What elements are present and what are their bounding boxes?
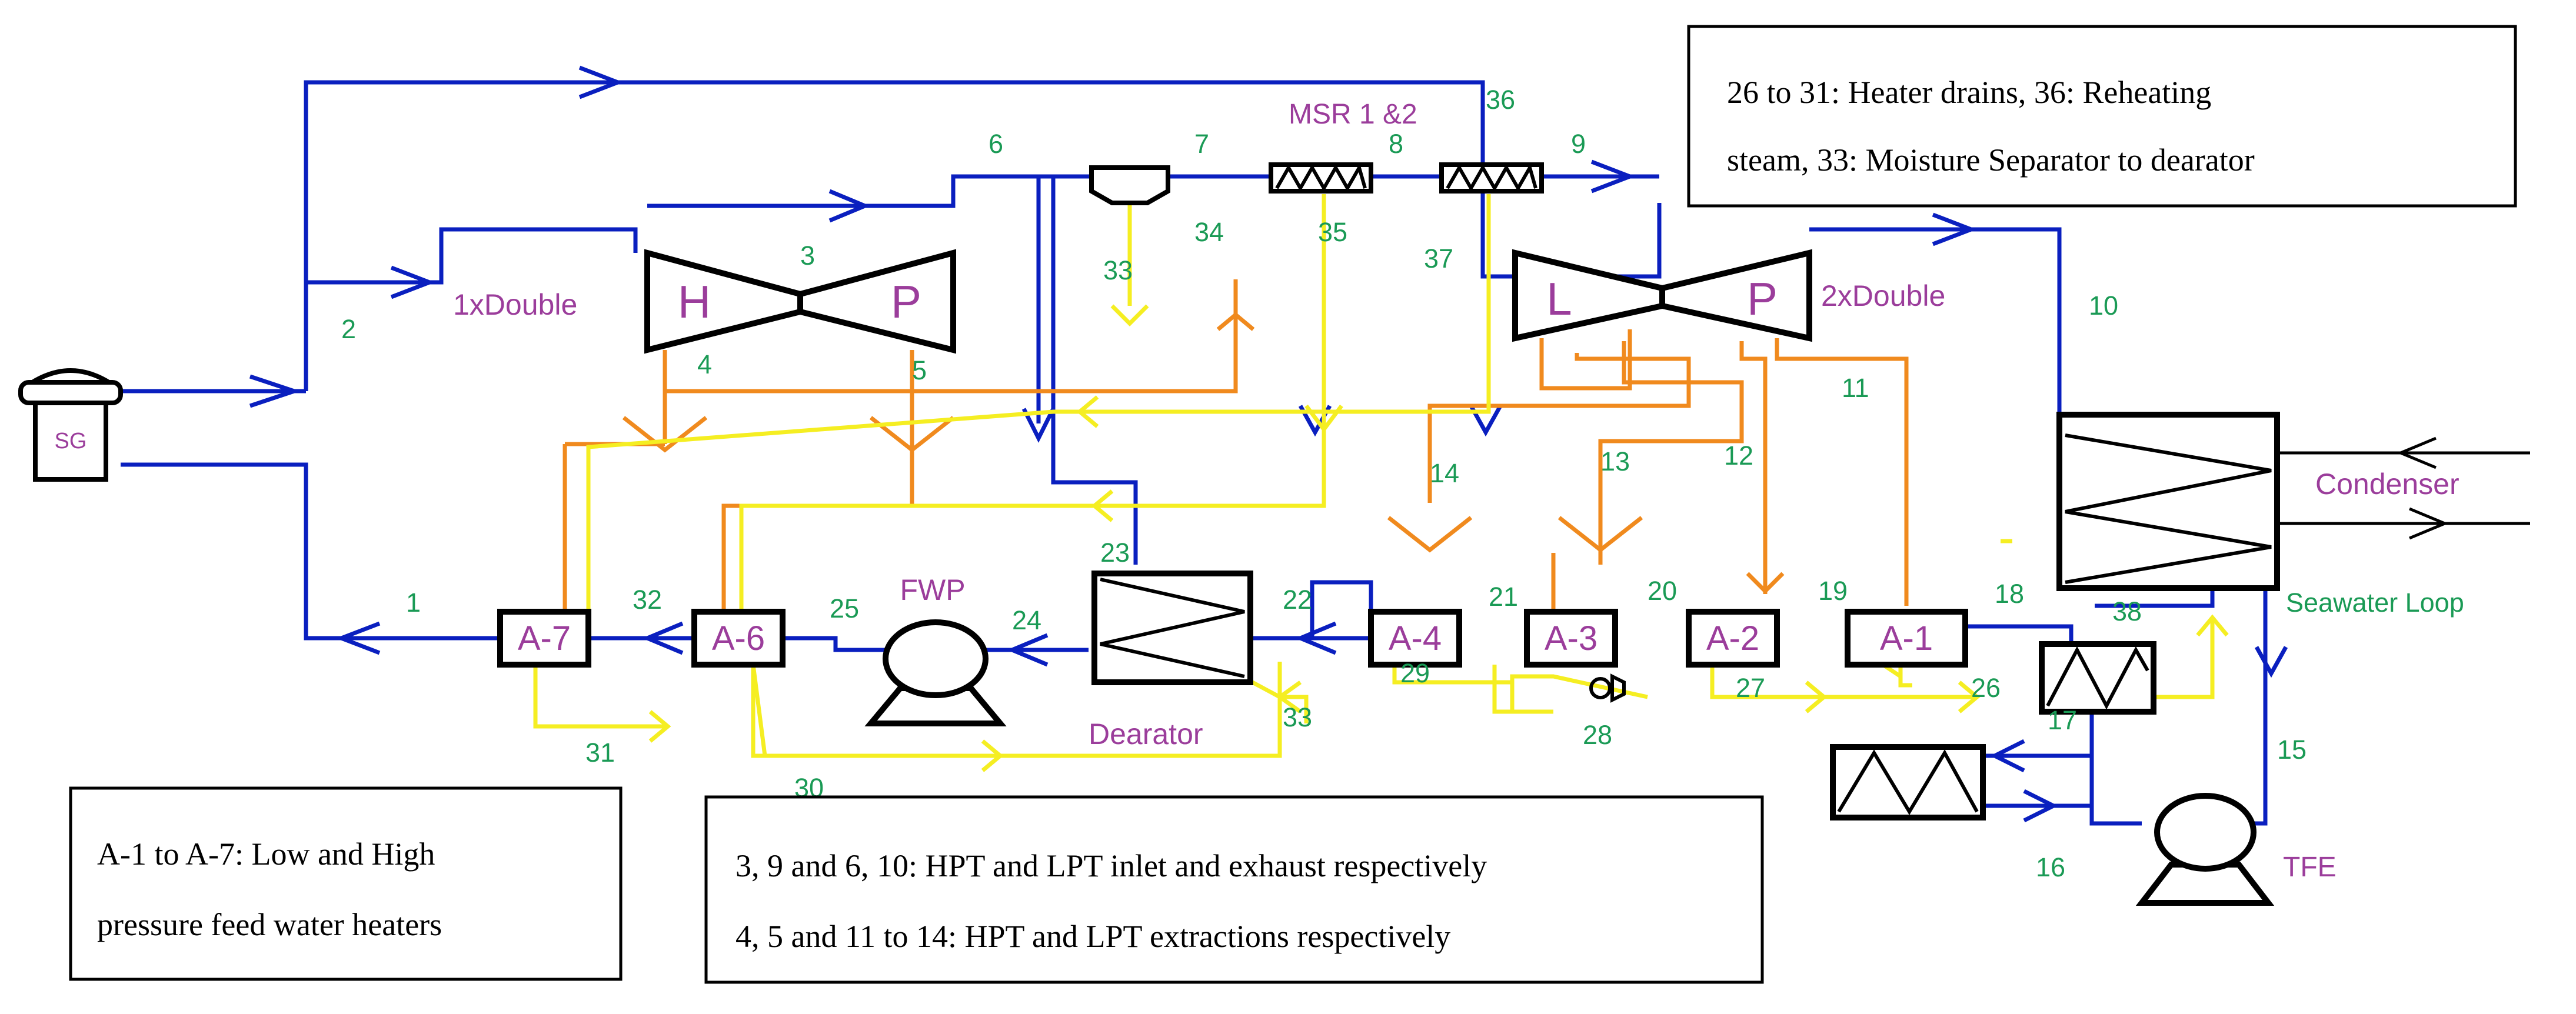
orange-lines: [563, 279, 1909, 609]
hpt-desc: 1xDouble: [453, 288, 577, 321]
stream-37: 37: [1424, 244, 1453, 273]
stream-15: 15: [2277, 735, 2307, 765]
svg-text:A-4: A-4: [1389, 619, 1442, 658]
stream-16: 16: [2036, 852, 2065, 882]
trap-symbol: [1589, 673, 1626, 703]
stream-17: 17: [2048, 705, 2077, 735]
condenser-label: Condenser: [2315, 468, 2459, 501]
hpt-h-label: H: [678, 276, 711, 328]
svg-text:A-7: A-7: [518, 619, 571, 658]
fwp-label: FWP: [900, 573, 965, 606]
msr-label: MSR 1 &2: [1289, 99, 1417, 130]
lpt-desc: 2xDouble: [1821, 279, 1945, 312]
stream-23: 23: [1100, 538, 1130, 568]
seawater-label: Seawater Loop: [2286, 588, 2464, 618]
stream-25: 25: [830, 593, 859, 623]
stream-4: 4: [697, 349, 712, 379]
stream-28: 28: [1583, 720, 1612, 750]
hp-turbine: H P 1xDouble: [453, 249, 956, 354]
steam-generator: SG: [18, 368, 123, 482]
dearator-label: Dearator: [1089, 718, 1203, 751]
stream-2: 2: [341, 314, 356, 344]
condenser: Condenser Seawater Loop: [2056, 412, 2530, 618]
lpt-l-label: L: [1546, 273, 1572, 325]
legend-top-right-line2: steam, 33: Moisture Separator to dearato…: [1727, 142, 2255, 178]
tfe-pump: TFE: [2135, 793, 2337, 906]
blue-lines: [121, 80, 2268, 826]
stream-6: 6: [989, 129, 1003, 159]
stream-7: 7: [1194, 129, 1209, 159]
stream-31: 31: [585, 738, 615, 768]
stream-33-bottom: 33: [1283, 702, 1312, 732]
heater-a4: A-4: [1368, 609, 1462, 668]
heater-a3: A-3: [1524, 609, 1618, 668]
blue-arrows: [249, 65, 2288, 823]
stream-21: 21: [1489, 582, 1518, 612]
heat-exchanger-16: [1830, 744, 1986, 820]
legend-top-right-line1: 26 to 31: Heater drains, 36: Reheating: [1727, 75, 2211, 110]
stream-35: 35: [1318, 217, 1347, 247]
yellow-lines: [533, 174, 2215, 758]
legend-bottom-middle-line2: 4, 5 and 11 to 14: HPT and LPT extractio…: [735, 919, 1450, 954]
svg-text:A-3: A-3: [1545, 619, 1597, 658]
stream-1: 1: [406, 588, 421, 618]
stream-29: 29: [1400, 658, 1430, 688]
hpt-p-label: P: [891, 276, 921, 328]
stream-19: 19: [1818, 576, 1848, 606]
legend-bottom-middle-line1: 3, 9 and 6, 10: HPT and LPT inlet and ex…: [735, 848, 1487, 883]
moisture-separator: [1089, 165, 1170, 205]
feed-water-pump: FWP: [864, 573, 1007, 726]
stream-32: 32: [633, 585, 662, 615]
sg-label: SG: [55, 429, 87, 453]
stream-10: 10: [2089, 291, 2118, 321]
heater-a6: A-6: [691, 609, 786, 668]
legend-bottom-middle: 3, 9 and 6, 10: HPT and LPT inlet and ex…: [704, 795, 1764, 984]
legend-top-right: 26 to 31: Heater drains, 36: Reheating s…: [1687, 25, 2517, 208]
lp-turbine: L P 2xDouble: [1512, 249, 1945, 342]
stream-14: 14: [1430, 458, 1459, 488]
orange-arrows: [622, 312, 1785, 594]
stream-24: 24: [1012, 605, 1041, 635]
heater-a2: A-2: [1686, 609, 1780, 668]
stream-11: 11: [1842, 373, 1869, 403]
svg-text:A-2: A-2: [1706, 619, 1759, 658]
lpt-p-label: P: [1747, 273, 1778, 325]
heat-exchanger-17: [2039, 641, 2156, 715]
dearator: Dearator: [1089, 571, 1253, 751]
stream-12: 12: [1724, 441, 1753, 471]
legend-bottom-left-line2: pressure feed water heaters: [97, 907, 442, 942]
stream-18: 18: [1995, 579, 2024, 609]
stream-5: 5: [912, 355, 927, 385]
stream-numbers: 1 2 3 4 5 6 7 8 9 10 11 12 13 14 15 16 1…: [341, 85, 2307, 882]
tfe-label: TFE: [2283, 852, 2337, 883]
svg-text:A-6: A-6: [712, 619, 765, 658]
legend-bottom-left: A-1 to A-7: Low and High pressure feed w…: [69, 786, 623, 981]
heater-a1: A-1: [1845, 609, 1968, 668]
stream-34: 34: [1194, 217, 1224, 247]
stream-38: 38: [2112, 596, 2142, 626]
stream-8: 8: [1389, 129, 1403, 159]
stream-26: 26: [1971, 673, 2001, 703]
msr-2: [1439, 162, 1544, 194]
msr-1: [1269, 162, 1373, 194]
stream-33-top: 33: [1103, 255, 1133, 285]
heater-a7: A-7: [497, 609, 591, 668]
stream-36: 36: [1486, 85, 1515, 115]
stream-9: 9: [1571, 129, 1586, 159]
stream-3: 3: [800, 241, 815, 271]
stream-20: 20: [1648, 576, 1677, 606]
stream-22: 22: [1283, 585, 1312, 615]
legend-bottom-left-line1: A-1 to A-7: Low and High: [97, 836, 435, 872]
svg-text:A-1: A-1: [1880, 619, 1933, 658]
stream-27: 27: [1736, 673, 1765, 703]
stream-13: 13: [1600, 446, 1630, 476]
